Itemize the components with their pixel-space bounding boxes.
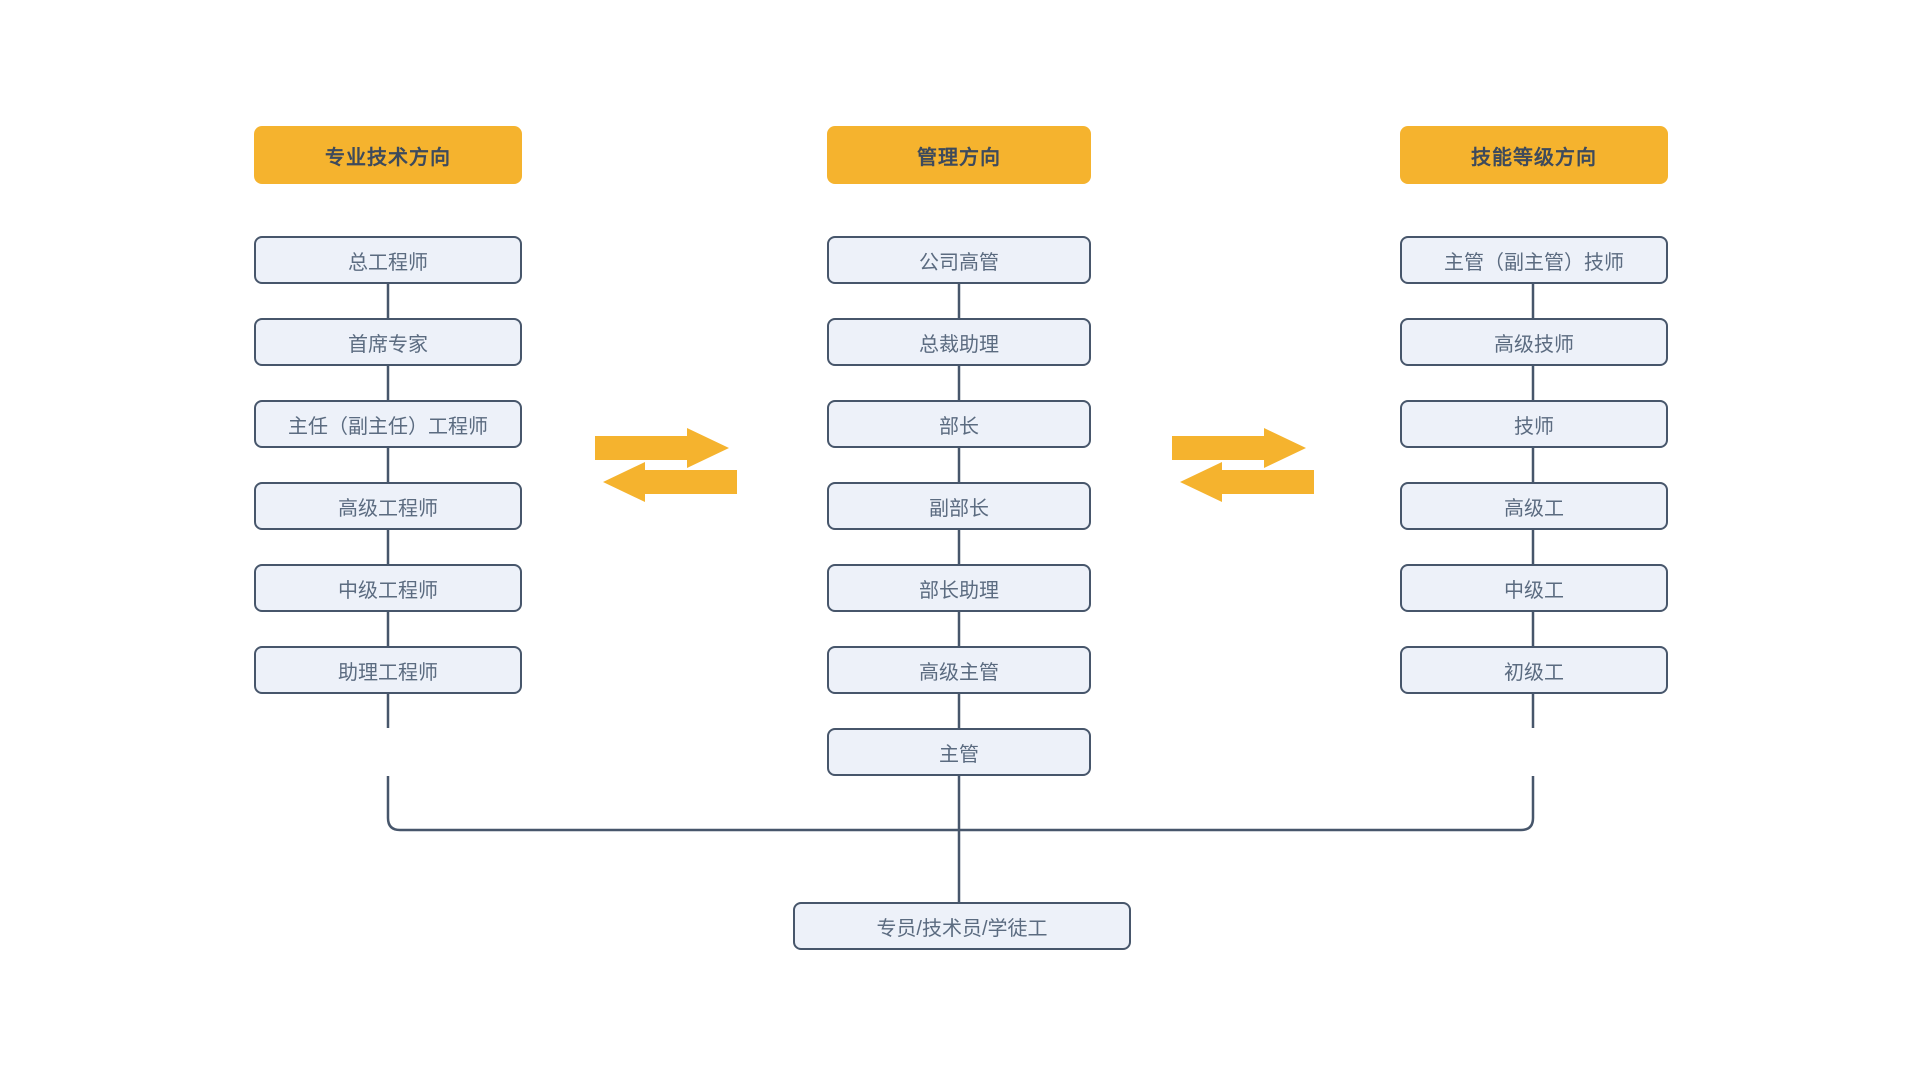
node-skill-1[interactable]: 高级技师 [1400, 318, 1668, 366]
node-skill-0[interactable]: 主管（副主管）技师 [1400, 236, 1668, 284]
column-header-skill[interactable]: 技能等级方向 [1400, 126, 1668, 184]
node-management-3[interactable]: 副部长 [827, 482, 1091, 530]
node-technical-3[interactable]: 高级工程师 [254, 482, 522, 530]
node-management-6[interactable]: 主管 [827, 728, 1091, 776]
bidirectional-arrow-icon-tech-mgmt [595, 428, 737, 502]
bidirectional-arrow-icon-mgmt-skill [1172, 428, 1314, 502]
node-technical-1[interactable]: 首席专家 [254, 318, 522, 366]
node-management-2[interactable]: 部长 [827, 400, 1091, 448]
node-skill-5[interactable]: 初级工 [1400, 646, 1668, 694]
node-skill-2[interactable]: 技师 [1400, 400, 1668, 448]
node-management-1[interactable]: 总裁助理 [827, 318, 1091, 366]
node-technical-4[interactable]: 中级工程师 [254, 564, 522, 612]
column-header-technical[interactable]: 专业技术方向 [254, 126, 522, 184]
node-entry-level[interactable]: 专员/技术员/学徒工 [793, 902, 1131, 950]
node-management-5[interactable]: 高级主管 [827, 646, 1091, 694]
node-technical-2[interactable]: 主任（副主任）工程师 [254, 400, 522, 448]
node-skill-3[interactable]: 高级工 [1400, 482, 1668, 530]
node-technical-5[interactable]: 助理工程师 [254, 646, 522, 694]
node-management-0[interactable]: 公司高管 [827, 236, 1091, 284]
node-management-4[interactable]: 部长助理 [827, 564, 1091, 612]
node-skill-4[interactable]: 中级工 [1400, 564, 1668, 612]
node-technical-0[interactable]: 总工程师 [254, 236, 522, 284]
column-header-management[interactable]: 管理方向 [827, 126, 1091, 184]
